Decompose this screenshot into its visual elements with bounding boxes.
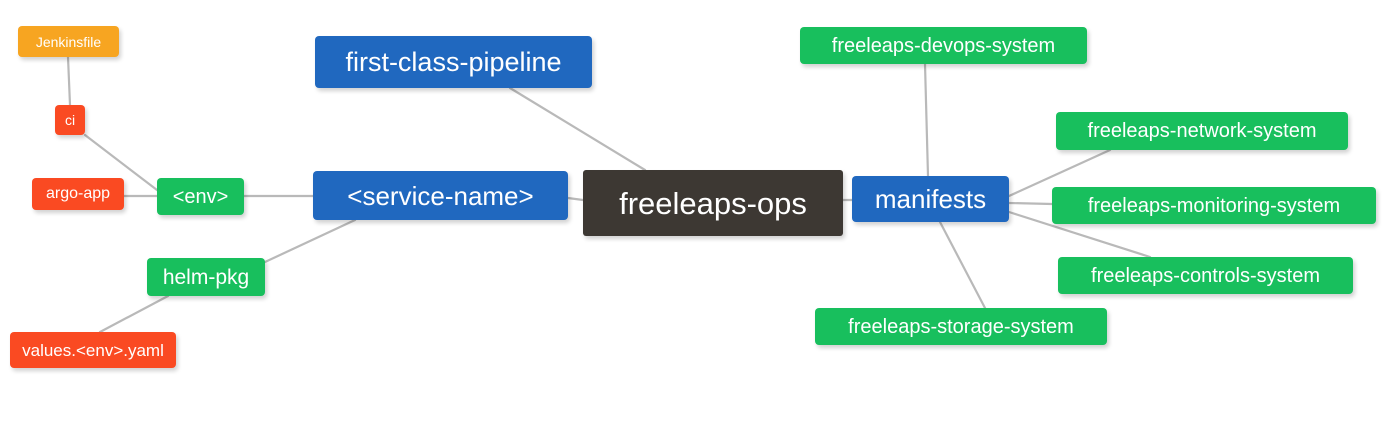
mindmap-node-Jenkinsfile[interactable]: Jenkinsfile bbox=[18, 26, 119, 57]
node-label: argo-app bbox=[45, 185, 111, 202]
mindmap-node-service-name[interactable]: <service-name> bbox=[313, 171, 568, 220]
node-label: freeleaps-ops bbox=[619, 185, 807, 221]
mindmap-node-argo-app[interactable]: argo-app bbox=[32, 178, 124, 210]
node-label: freeleaps-devops-system bbox=[831, 34, 1056, 57]
node-label: manifests bbox=[874, 184, 987, 214]
mindmap-node-env[interactable]: <env> bbox=[157, 178, 244, 215]
mindmap-node-freeleaps-devops-system[interactable]: freeleaps-devops-system bbox=[800, 27, 1087, 64]
edge-service-name-to-helm-pkg bbox=[263, 218, 357, 264]
mindmap-node-first-class-pipeline[interactable]: first-class-pipeline bbox=[315, 36, 592, 88]
edge-service-name-to-freeleaps-ops bbox=[566, 196, 585, 202]
mindmap-node-ci[interactable]: ci bbox=[55, 105, 85, 135]
node-label: freeleaps-controls-system bbox=[1091, 264, 1320, 287]
mindmap-node-freeleaps-controls-system[interactable]: freeleaps-controls-system bbox=[1058, 257, 1353, 294]
node-label: <service-name> bbox=[347, 180, 534, 211]
mindmap-node-freeleaps-monitoring-system[interactable]: freeleaps-monitoring-system bbox=[1052, 187, 1376, 224]
node-label: <env> bbox=[172, 185, 229, 208]
mindmap-node-manifests[interactable]: manifests bbox=[852, 176, 1009, 222]
node-label: freeleaps-network-system bbox=[1087, 120, 1317, 142]
edge-manifests-to-freeleaps-devops-system bbox=[923, 62, 930, 178]
mindmap-node-freeleaps-storage-system[interactable]: freeleaps-storage-system bbox=[815, 308, 1107, 345]
edge-first-class-pipeline-to-freeleaps-ops bbox=[508, 86, 647, 172]
node-label: values.<env>.yaml bbox=[22, 340, 164, 360]
node-label: freeleaps-monitoring-system bbox=[1087, 194, 1341, 217]
edge-helm-pkg-to-values.<env>.yaml bbox=[98, 294, 170, 334]
edge-manifests-to-freeleaps-storage-system bbox=[938, 220, 987, 310]
node-label: first-class-pipeline bbox=[345, 46, 562, 77]
node-label: Jenkinsfile bbox=[35, 33, 102, 50]
mindmap-node-helm-pkg[interactable]: helm-pkg bbox=[147, 258, 265, 296]
edge-Jenkinsfile-to-ci bbox=[66, 55, 72, 107]
edge-manifests-to-freeleaps-monitoring-system bbox=[1007, 201, 1054, 206]
mindmap-node-freeleaps-ops[interactable]: freeleaps-ops bbox=[583, 170, 843, 236]
mindmap-node-freeleaps-network-system[interactable]: freeleaps-network-system bbox=[1056, 112, 1348, 150]
mindmap-node-values.<env>.yaml[interactable]: values.<env>.yaml bbox=[10, 332, 176, 368]
node-label: helm-pkg bbox=[162, 265, 250, 289]
node-label: ci bbox=[64, 112, 76, 128]
node-label: freeleaps-storage-system bbox=[848, 315, 1074, 338]
